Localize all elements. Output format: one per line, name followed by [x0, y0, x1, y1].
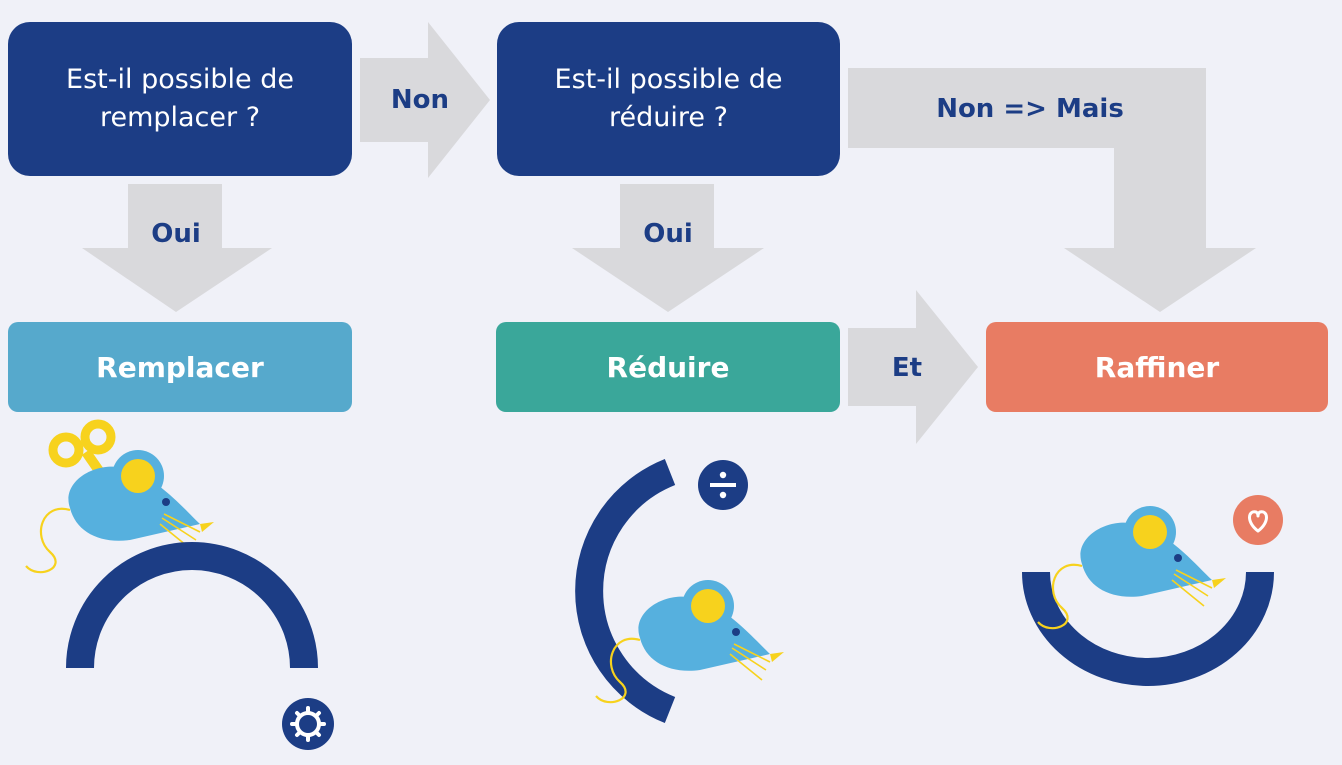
raffiner-illustration	[1022, 495, 1283, 686]
result-remplacer-text: Remplacer	[96, 350, 264, 384]
reduire-illustration	[575, 458, 786, 724]
question-replace-box: Est-il possible de remplacer ?	[8, 22, 352, 176]
result-raffiner-box: Raffiner	[986, 322, 1328, 412]
result-reduire-box: Réduire	[496, 322, 840, 412]
arrow-et	[848, 290, 978, 444]
label-et: Et	[891, 353, 923, 383]
question-reduce-box: Est-il possible de réduire ?	[497, 22, 840, 176]
bowl-right	[1022, 571, 1274, 686]
label-oui-left: Oui	[151, 219, 201, 249]
arrow-oui-middle	[572, 184, 764, 312]
result-remplacer-box: Remplacer	[8, 322, 352, 412]
divide-icon	[698, 460, 748, 510]
arrow-non-mais	[848, 68, 1256, 312]
question-replace-text: Est-il possible de remplacer ?	[66, 64, 294, 133]
label-non-mais: Non => Mais	[936, 94, 1124, 124]
question-reduce-text: Est-il possible de réduire ?	[554, 64, 783, 133]
gear-icon	[282, 698, 334, 750]
arrow-oui-left	[82, 184, 272, 312]
arch-left	[66, 542, 318, 669]
label-oui-middle: Oui	[643, 219, 693, 249]
remplacer-illustration	[24, 419, 334, 750]
result-reduire-text: Réduire	[606, 350, 730, 384]
mouse-right	[1036, 504, 1228, 630]
arc-middle	[575, 458, 676, 724]
label-non: Non	[390, 85, 450, 115]
arrow-non	[360, 22, 490, 178]
heart-icon	[1233, 495, 1283, 545]
result-raffiner-text: Raffiner	[1094, 350, 1220, 384]
